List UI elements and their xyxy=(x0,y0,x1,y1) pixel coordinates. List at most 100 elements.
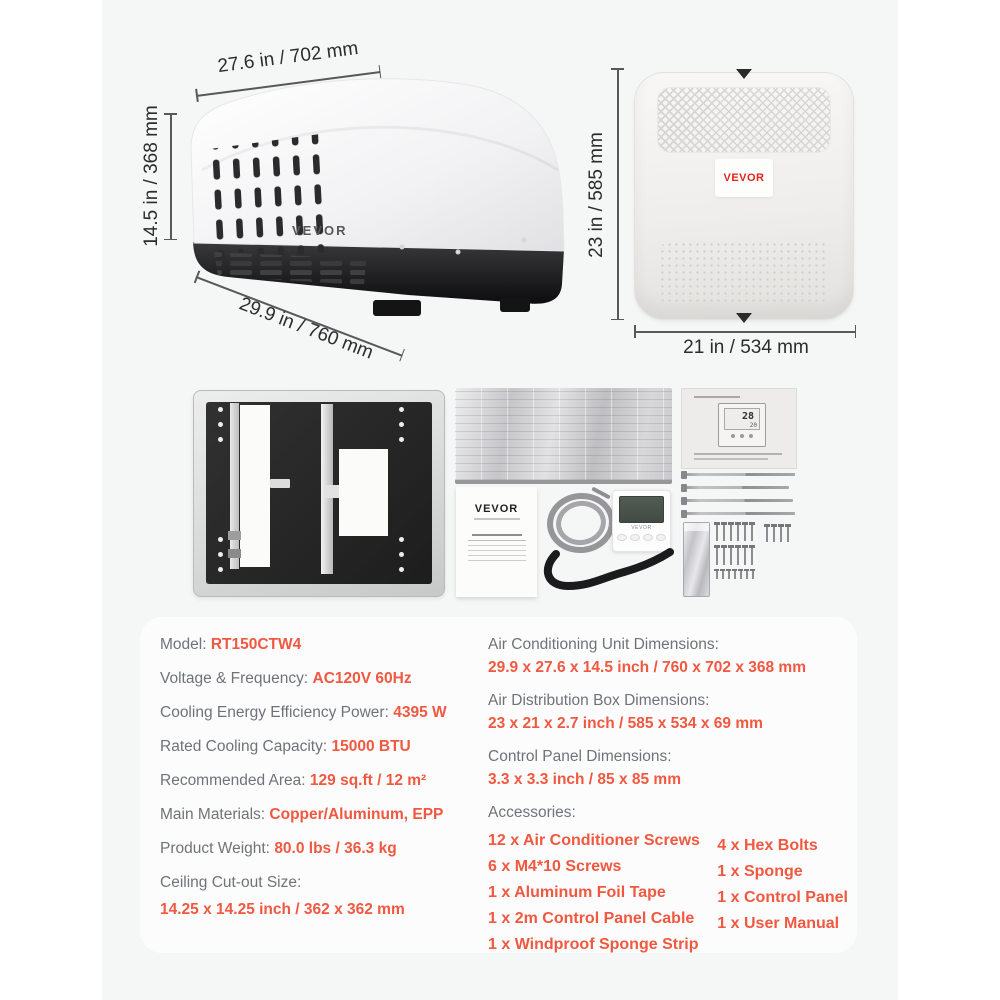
ac-unit-brand-logo: VEVOR xyxy=(292,223,348,238)
control-panel-buttons xyxy=(613,534,670,541)
dimension-label-box-height: 23 in / 585 mm xyxy=(586,132,607,258)
thermostat-instruction-sheet: 28 20 xyxy=(681,388,797,469)
spec-block-panel-dimensions: Control Panel Dimensions: 3.3 x 3.3 inch… xyxy=(488,746,848,790)
spec-value: Copper/Aluminum, EPP xyxy=(269,806,444,823)
ac-foot xyxy=(500,298,530,312)
spec-value: 23 x 21 x 2.7 inch / 585 x 534 x 69 mm xyxy=(488,715,763,732)
dimension-line-ac-height xyxy=(165,113,176,240)
spec-value: 80.0 lbs / 36.3 kg xyxy=(274,840,397,857)
spec-label: Voltage & Frequency: xyxy=(160,670,313,687)
thermostat-buttons xyxy=(719,434,765,438)
spec-column-right: Air Conditioning Unit Dimensions: 29.9 x… xyxy=(488,634,848,958)
box-latch-bottom xyxy=(736,313,752,323)
mounting-frame-hardware xyxy=(228,549,241,558)
hex-bolt xyxy=(681,496,793,505)
spec-label: Product Weight: xyxy=(160,840,275,857)
hex-bolts-photo xyxy=(681,470,795,525)
dimension-label-box-width: 21 in / 534 mm xyxy=(683,337,809,358)
ac-foot xyxy=(373,300,421,316)
spec-label: Model: xyxy=(160,636,211,653)
control-panel-cable-photo xyxy=(544,486,618,557)
box-brand-label: VEVOR xyxy=(715,159,773,197)
accessories-columns: 12 x Air Conditioner Screws 6 x M4*10 Sc… xyxy=(488,828,848,958)
ac-screw xyxy=(455,249,461,255)
air-distribution-box: VEVOR xyxy=(634,69,854,323)
spec-column-left: Model: RT150CTW4 Voltage & Frequency: AC… xyxy=(160,634,482,920)
accessories-heading: Accessories: xyxy=(488,804,576,821)
screw-holes xyxy=(218,537,223,572)
accessory-item: 1 x Aluminum Foil Tape xyxy=(488,884,666,901)
aluminum-foil-tape-photo xyxy=(683,522,710,597)
manual-title-line xyxy=(471,533,522,536)
spec-value: AC120V 60Hz xyxy=(312,670,412,687)
sheet-caption-line xyxy=(694,458,768,460)
thermostat-temperature-secondary: 20 xyxy=(749,422,757,429)
hex-bolt xyxy=(681,509,795,518)
specifications-panel: Model: RT150CTW4 Voltage & Frequency: AC… xyxy=(140,617,857,953)
accessories-column-b: 4 x Hex Bolts 1 x Sponge 1 x Control Pan… xyxy=(717,833,848,958)
spec-row-materials: Main Materials: Copper/Aluminum, EPP xyxy=(160,804,482,825)
accessory-item: 1 x Control Panel xyxy=(717,889,848,906)
accessory-item: 12 x Air Conditioner Screws xyxy=(488,832,700,849)
spec-value: 4395 W xyxy=(393,704,447,721)
spec-value: 3.3 x 3.3 inch / 85 x 85 mm xyxy=(488,771,682,788)
thermostat-diagram: 28 20 xyxy=(718,403,766,447)
hex-bolt xyxy=(681,470,795,479)
accessory-item: 1 x Windproof Sponge Strip xyxy=(488,936,699,953)
accessory-item: 1 x 2m Control Panel Cable xyxy=(488,910,695,927)
spec-label: Main Materials: xyxy=(160,806,270,823)
spec-value: 129 sq.ft / 12 m² xyxy=(309,772,427,789)
accessory-item: 4 x Hex Bolts xyxy=(717,837,818,854)
mounting-frame-photo xyxy=(193,390,445,597)
aluminum-foil-insulation-photo xyxy=(455,388,672,484)
accessories-column-a: 12 x Air Conditioner Screws 6 x M4*10 Sc… xyxy=(488,828,717,958)
thermostat-temperature: 28 xyxy=(741,411,754,422)
spec-label: Air Distribution Box Dimensions: xyxy=(488,692,710,709)
sheet-title-line xyxy=(694,396,740,398)
spec-row-model: Model: RT150CTW4 xyxy=(160,634,482,655)
screw-holes xyxy=(218,407,223,442)
accessory-item: 1 x User Manual xyxy=(717,915,840,932)
manual-subtitle-line xyxy=(467,539,526,541)
control-panel-photo: VEVOR xyxy=(612,490,671,552)
ac-screw xyxy=(521,237,527,243)
spec-block-box-dimensions: Air Distribution Box Dimensions: 23 x 21… xyxy=(488,690,848,734)
spec-row-power: Cooling Energy Efficiency Power: 4395 W xyxy=(160,702,482,723)
user-manual-photo: VEVOR xyxy=(456,487,537,597)
accessory-item: 1 x Sponge xyxy=(717,863,803,880)
screws-row xyxy=(714,545,755,565)
mounting-frame-latch xyxy=(270,479,290,488)
spec-row-voltage: Voltage & Frequency: AC120V 60Hz xyxy=(160,668,482,689)
thermostat-screen: 28 20 xyxy=(724,408,760,430)
manual-tagline-line xyxy=(473,518,520,520)
spec-label: Air Conditioning Unit Dimensions: xyxy=(488,636,719,653)
mounting-frame-tab xyxy=(325,485,339,498)
control-panel-lcd xyxy=(619,496,664,523)
manual-text-line xyxy=(467,559,526,561)
spec-row-area: Recommended Area: 129 sq.ft / 12 m² xyxy=(160,770,482,791)
screw-holes xyxy=(399,407,404,442)
screws-row xyxy=(714,522,755,541)
spec-label: Recommended Area: xyxy=(160,772,310,789)
manual-text-line xyxy=(467,554,526,556)
spec-label-ceiling-cutout: Ceiling Cut-out Size: xyxy=(160,874,302,891)
mounting-frame-rail-left xyxy=(230,403,239,569)
box-vent-top xyxy=(657,87,831,153)
box-latch-top xyxy=(736,69,752,79)
ac-screw xyxy=(399,244,405,250)
manual-text-line xyxy=(467,544,526,546)
spec-value-ceiling-cutout: 14.25 x 14.25 inch / 362 x 362 mm xyxy=(160,901,405,918)
spec-value: 29.9 x 27.6 x 14.5 inch / 760 x 702 x 36… xyxy=(488,659,806,676)
accessory-item: 6 x M4*10 Screws xyxy=(488,858,622,875)
spec-row-capacity: Rated Cooling Capacity: 15000 BTU xyxy=(160,736,482,757)
screw-holes xyxy=(399,537,404,572)
mounting-frame-cutout-right xyxy=(339,449,388,536)
spec-label: Cooling Energy Efficiency Power: xyxy=(160,704,394,721)
dimension-line-box-width xyxy=(634,326,856,337)
spec-value: 15000 BTU xyxy=(331,738,411,755)
ac-base-grille xyxy=(214,252,366,285)
manual-text-line xyxy=(467,549,526,551)
spec-row-weight: Product Weight: 80.0 lbs / 36.3 kg xyxy=(160,838,482,859)
manual-brand-logo: VEVOR xyxy=(474,503,519,515)
spec-label: Control Panel Dimensions: xyxy=(488,748,672,765)
